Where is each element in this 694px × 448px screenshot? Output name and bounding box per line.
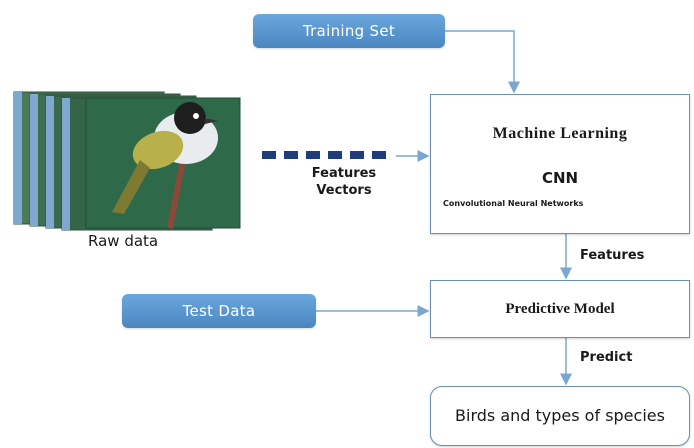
predict-edge-label: Predict [580,350,633,365]
cnn-full-name: Convolutional Neural Networks [443,199,584,208]
cnn-label: CNN [541,169,579,187]
predictive-model-title: Predictive Model [505,300,615,317]
features-vectors-line1: Features [311,166,377,181]
test-data-label: Test Data [182,302,256,320]
output-label: Birds and types of species [455,406,665,425]
feature-vector-dashes [262,151,386,159]
features-vectors-line2: Vectors [316,183,372,198]
features-edge-label: Features [580,248,645,263]
test-data-node: Test Data [122,294,316,328]
training-set-label: Training Set [302,22,396,40]
raw-data-label: Raw data [88,232,159,250]
training-set-node: Training Set [253,14,445,48]
output-node: Birds and types of species [430,386,690,446]
predictive-model-node: Predictive Model [430,280,690,338]
training-to-ml-connector [445,30,520,94]
machine-learning-node: Machine Learning CNN Convolutional Neura… [430,94,690,234]
raw-data-image-stack [13,91,241,231]
machine-learning-title: Machine Learning [492,125,628,142]
features-vectors-label: Features Vectors [298,165,390,199]
